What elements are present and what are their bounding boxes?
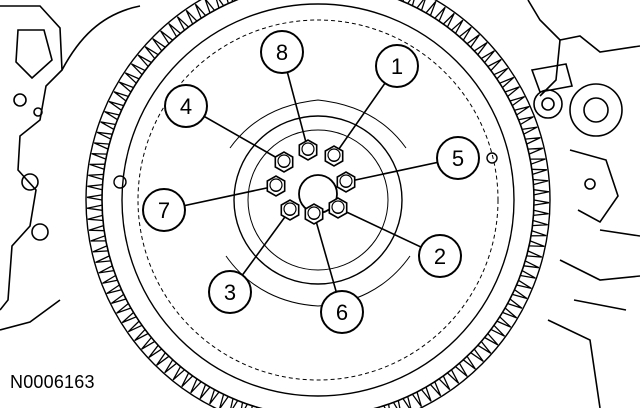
- ring-gear-teeth: [86, 0, 550, 413]
- bolt-1: [324, 145, 344, 167]
- flywheel-outer-edge: [85, 0, 551, 413]
- callout-6: 6: [320, 290, 364, 334]
- callout-7: 7: [142, 188, 186, 232]
- callout-label-2: 2: [434, 244, 446, 269]
- leader-lines: [163, 51, 459, 313]
- callout-2: 2: [418, 234, 462, 278]
- engine-block-left: [0, 5, 141, 331]
- callout-label-8: 8: [276, 40, 288, 65]
- bolt-8: [298, 139, 318, 161]
- bolt-7: [266, 175, 286, 197]
- ring-gear-tooth-path: [86, 0, 550, 413]
- figure-id-label: N0006163: [10, 372, 95, 392]
- callout-1: 1: [375, 44, 419, 88]
- flywheel: [85, 0, 551, 413]
- flywheel-hole-left: [113, 175, 127, 189]
- callout-4: 4: [164, 84, 208, 128]
- callout-label-1: 1: [391, 54, 403, 79]
- bolt-2: [328, 197, 348, 219]
- flywheel-hub-inner: [247, 129, 389, 271]
- callout-label-5: 5: [452, 146, 464, 171]
- callout-3: 3: [208, 270, 252, 314]
- callout-label-3: 3: [224, 280, 236, 305]
- flywheel-inner-rim: [121, 3, 515, 397]
- callout-label-6: 6: [336, 300, 348, 325]
- engine-block-right: [527, 0, 640, 409]
- callout-5: 5: [436, 136, 480, 180]
- callout-label-4: 4: [180, 94, 192, 119]
- flywheel-step: [137, 19, 499, 381]
- callout-8: 8: [260, 30, 304, 74]
- flywheel-hub-ring: [233, 115, 403, 285]
- flywheel-hole-right: [486, 152, 498, 164]
- bolt-5: [336, 171, 356, 193]
- bolt-3: [280, 199, 300, 221]
- flywheel-bolts: [266, 139, 356, 225]
- callout-label-7: 7: [158, 198, 170, 223]
- bolt-4: [274, 151, 294, 173]
- bolt-6: [304, 203, 324, 225]
- flywheel-rim: [101, 0, 535, 413]
- sequence-callouts: 1 2 3 4 5 6 7 8: [142, 30, 480, 334]
